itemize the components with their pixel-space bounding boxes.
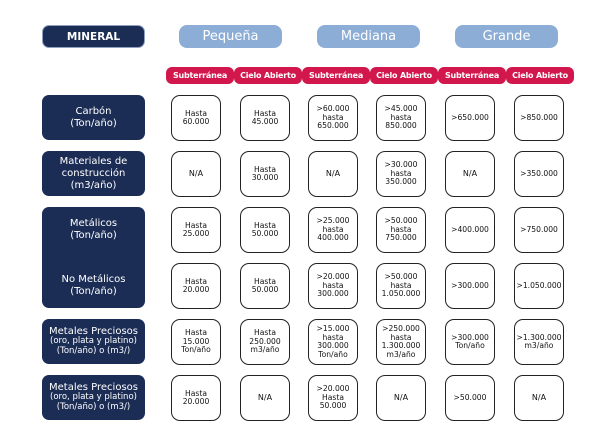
row-label-line: No Metálicos	[61, 273, 126, 285]
row-label-line: Metales Preciosos	[49, 325, 138, 337]
cell-preciosos1-mediana-subterranea: >15.000 hasta 300.000 Ton/año	[308, 319, 358, 365]
row-label-carbon: Carbón (Ton/año)	[42, 95, 145, 140]
cell-materiales-pequena-cielo: Hasta 30.000	[240, 151, 290, 197]
cell-metalicos-pequena-cielo: Hasta 50.000	[240, 207, 290, 253]
cell-no-metalicos-mediana-subterranea: >20.000 hasta 300.000	[308, 263, 358, 309]
row-label-line: (Ton/año)	[70, 285, 117, 297]
cell-metalicos-grande-cielo: >750.000	[514, 207, 564, 253]
cell-carbon-grande-subterranea: >650.000	[445, 95, 495, 141]
cell-no-metalicos-pequena-subterranea: Hasta 20.000	[171, 263, 221, 309]
row-label-no-metalicos: No Metálicos (Ton/año)	[42, 263, 145, 308]
cell-materiales-mediana-subterranea: N/A	[308, 151, 358, 197]
cell-carbon-grande-cielo: >850.000	[514, 95, 564, 141]
row-label-materiales-construccion: Materiales de construcción (m3/año)	[42, 151, 145, 196]
cell-materiales-grande-cielo: >350.000	[514, 151, 564, 197]
cell-materiales-grande-subterranea: N/A	[445, 151, 495, 197]
cell-no-metalicos-grande-cielo: >1.050.000	[514, 263, 564, 309]
subheader-cielo-abierto-pequena: Cielo Abierto	[234, 67, 302, 84]
subheader-cielo-abierto-mediana: Cielo Abierto	[370, 67, 438, 84]
cell-metalicos-grande-subterranea: >400.000	[445, 207, 495, 253]
cell-carbon-mediana-cielo: >45.000 hasta 850.000	[376, 95, 426, 141]
cell-preciosos1-pequena-subterranea: Hasta 15.000 Ton/año	[171, 319, 221, 365]
row-label-line: (m3/año)	[70, 179, 117, 191]
cell-preciosos2-pequena-cielo: N/A	[240, 375, 290, 421]
subheader-subterranea-mediana: Subterránea	[302, 67, 370, 84]
cell-carbon-pequena-cielo: Hasta 45.000	[240, 95, 290, 141]
cell-preciosos2-grande-cielo: N/A	[514, 375, 564, 421]
cell-metalicos-mediana-cielo: >50.000 hasta 750.000	[376, 207, 426, 253]
size-header-mediana: Mediana	[317, 25, 420, 48]
row-label-line: (Ton/año) o (m3/)	[56, 402, 131, 413]
row-label-line: (Ton/año)	[70, 229, 117, 241]
row-label-line: (oro, plata y platino)	[50, 336, 137, 347]
cell-metalicos-mediana-subterranea: >25.000 hasta 400.000	[308, 207, 358, 253]
cell-preciosos2-pequena-subterranea: Hasta 20.000	[171, 375, 221, 421]
row-label-metalicos: Metálicos (Ton/año)	[42, 207, 145, 252]
cell-metalicos-pequena-subterranea: Hasta 25.000	[171, 207, 221, 253]
cell-carbon-pequena-subterranea: Hasta 60.000	[171, 95, 221, 141]
row-label-line: (Ton/año) o (m3/)	[56, 346, 131, 357]
size-header-grande: Grande	[455, 25, 558, 48]
cell-materiales-mediana-cielo: >30.000 hasta 350.000	[376, 151, 426, 197]
subheader-subterranea-grande: Subterránea	[438, 67, 506, 84]
cell-preciosos1-grande-subterranea: >300.000 Ton/año	[445, 319, 495, 365]
cell-carbon-mediana-subterranea: >60.000 hasta 650.000	[308, 95, 358, 141]
metales-block	[42, 207, 145, 308]
cell-preciosos2-mediana-subterranea: >20.000 Hasta 50.000	[308, 375, 358, 421]
row-label-line: (oro, plata y platino)	[50, 392, 137, 403]
subheader-subterranea-pequena: Subterránea	[166, 67, 234, 84]
cell-preciosos1-grande-cielo: >1.300.000 m3/año	[514, 319, 564, 365]
row-label-line: (Ton/año)	[70, 117, 117, 129]
row-label-metales-preciosos-1: Metales Preciosos (oro, plata y platino)…	[42, 319, 145, 364]
row-label-metales-preciosos-2: Metales Preciosos (oro, plata y platino)…	[42, 375, 145, 420]
cell-preciosos2-grande-subterranea: >50.000	[445, 375, 495, 421]
cell-preciosos1-mediana-cielo: >250.000 hasta 1.300.000 m3/año	[376, 319, 426, 365]
cell-preciosos1-pequena-cielo: Hasta 250.000 m3/año	[240, 319, 290, 365]
row-label-line: construcción	[61, 167, 126, 179]
cell-preciosos2-mediana-cielo: N/A	[376, 375, 426, 421]
row-label-line: Materiales de	[59, 155, 128, 167]
cell-no-metalicos-grande-subterranea: >300.000	[445, 263, 495, 309]
subheader-cielo-abierto-grande: Cielo Abierto	[506, 67, 574, 84]
cell-no-metalicos-pequena-cielo: Hasta 50.000	[240, 263, 290, 309]
cell-materiales-pequena-subterranea: N/A	[171, 151, 221, 197]
size-header-pequena: Pequeña	[179, 25, 282, 48]
row-label-line: Metálicos	[69, 217, 118, 229]
cell-no-metalicos-mediana-cielo: >50.000 hasta 1.050.000	[376, 263, 426, 309]
mineral-header: MINERAL	[42, 25, 145, 48]
row-label-line: Metales Preciosos	[49, 381, 138, 393]
row-label-line: Carbón	[75, 105, 112, 117]
